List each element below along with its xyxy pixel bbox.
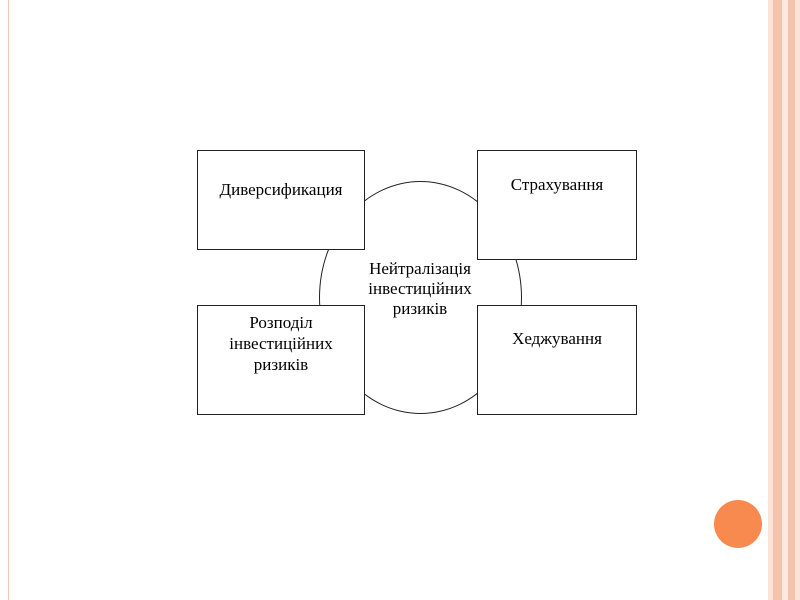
stripe xyxy=(782,0,788,600)
stripe xyxy=(795,0,800,600)
stripe xyxy=(773,0,782,600)
decorative-stripes xyxy=(768,0,800,600)
node-insurance: Страхування xyxy=(477,150,637,260)
center-label: Нейтралізація інвестиційних ризиків xyxy=(368,259,472,318)
slide-left-border xyxy=(8,0,9,600)
stripe xyxy=(768,0,773,600)
node-diversification: Диверсификация xyxy=(197,150,365,250)
accent-circle xyxy=(714,500,762,548)
stripe xyxy=(788,0,795,600)
node-risk-distribution: Розподіл інвестиційних ризиків xyxy=(197,305,365,415)
node-hedging: Хеджування xyxy=(477,305,637,415)
